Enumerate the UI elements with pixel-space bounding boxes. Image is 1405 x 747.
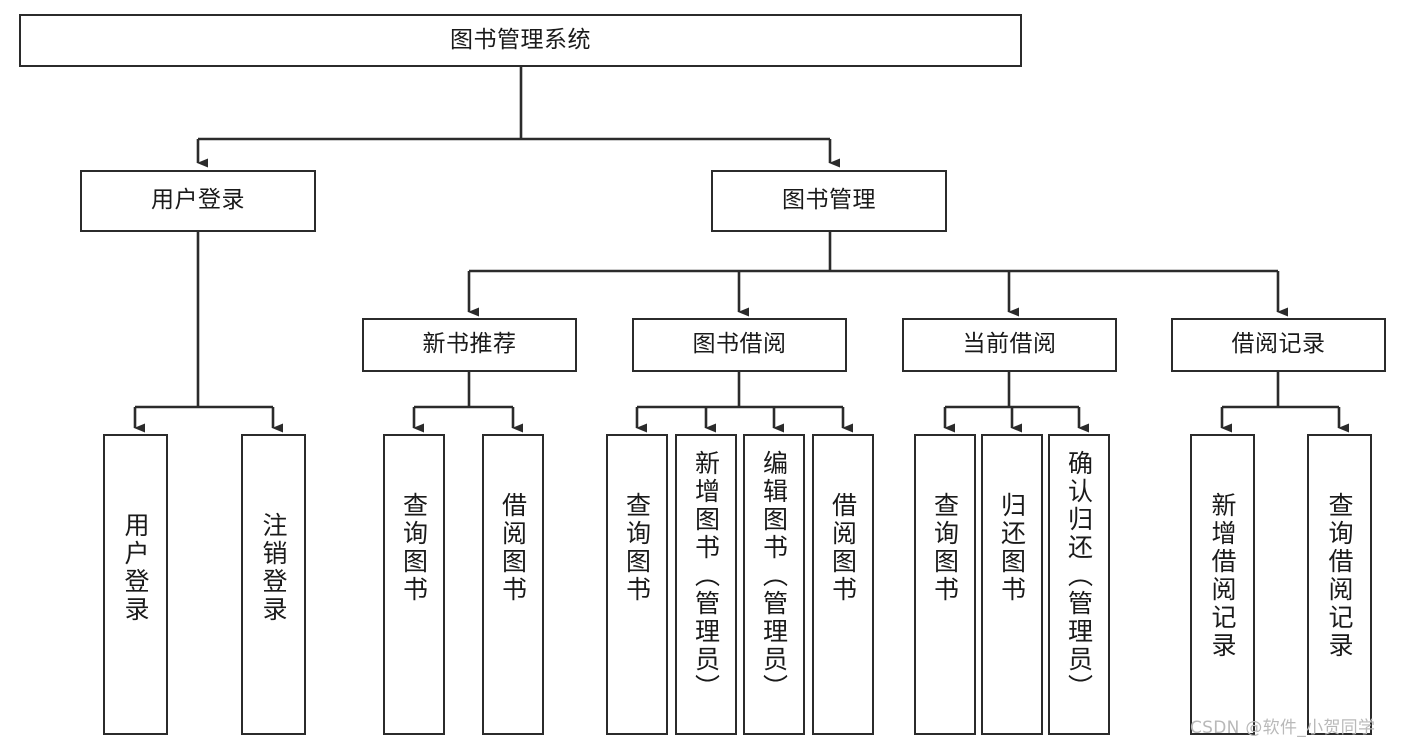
- node-leaf-confirm-return-admin[interactable]: 确认归还（管理员）: [1048, 434, 1110, 735]
- node-book-management[interactable]: 图书管理: [711, 170, 947, 232]
- node-label: 新增借阅记录: [1208, 492, 1237, 660]
- node-leaf-edit-book-admin[interactable]: 编辑图书（管理员）: [743, 434, 805, 735]
- node-leaf-user-login[interactable]: 用户登录: [103, 434, 168, 735]
- node-label: 查询图书: [930, 492, 960, 604]
- csdn-watermark: CSDN @软件_小贺同学: [1190, 718, 1376, 738]
- node-label: 借阅图书: [828, 492, 858, 604]
- node-new-book-recommend[interactable]: 新书推荐: [362, 318, 577, 372]
- node-current-borrow[interactable]: 当前借阅: [902, 318, 1117, 372]
- node-book-borrow[interactable]: 图书借阅: [632, 318, 847, 372]
- node-label: 查询图书: [622, 492, 652, 604]
- node-label: 查询图书: [399, 492, 429, 604]
- node-label: 归还图书: [997, 492, 1027, 604]
- node-leaf-logout-login[interactable]: 注销登录: [241, 434, 306, 735]
- node-leaf-query-borrow-record[interactable]: 查询借阅记录: [1307, 434, 1372, 735]
- node-root-book-management-system[interactable]: 图书管理系统: [19, 14, 1022, 67]
- node-leaf-query-book-3[interactable]: 查询图书: [914, 434, 976, 735]
- node-leaf-query-book-1[interactable]: 查询图书: [383, 434, 445, 735]
- node-leaf-borrow-book-2[interactable]: 借阅图书: [812, 434, 874, 735]
- node-label: 用户登录: [151, 187, 245, 214]
- node-label: 图书借阅: [692, 331, 787, 358]
- node-label: 确认归还（管理员）: [1064, 450, 1094, 702]
- node-leaf-borrow-book-1[interactable]: 借阅图书: [482, 434, 544, 735]
- node-label: 图书管理系统: [450, 26, 591, 53]
- node-label: 借阅图书: [498, 492, 528, 604]
- node-label: 新增图书（管理员）: [691, 450, 721, 702]
- node-leaf-add-borrow-record[interactable]: 新增借阅记录: [1190, 434, 1255, 735]
- node-leaf-query-book-2[interactable]: 查询图书: [606, 434, 668, 735]
- node-label: 新书推荐: [422, 331, 517, 358]
- node-user-login[interactable]: 用户登录: [80, 170, 316, 232]
- node-leaf-add-book-admin[interactable]: 新增图书（管理员）: [675, 434, 737, 735]
- node-label: 注销登录: [259, 512, 288, 624]
- node-label: 编辑图书（管理员）: [759, 450, 789, 702]
- node-leaf-return-book[interactable]: 归还图书: [981, 434, 1043, 735]
- node-label: 查询借阅记录: [1325, 492, 1354, 660]
- node-borrow-record[interactable]: 借阅记录: [1171, 318, 1386, 372]
- node-label: 用户登录: [121, 512, 150, 624]
- node-label: 借阅记录: [1231, 331, 1326, 358]
- node-label: 图书管理: [782, 187, 876, 214]
- node-label: 当前借阅: [962, 331, 1057, 358]
